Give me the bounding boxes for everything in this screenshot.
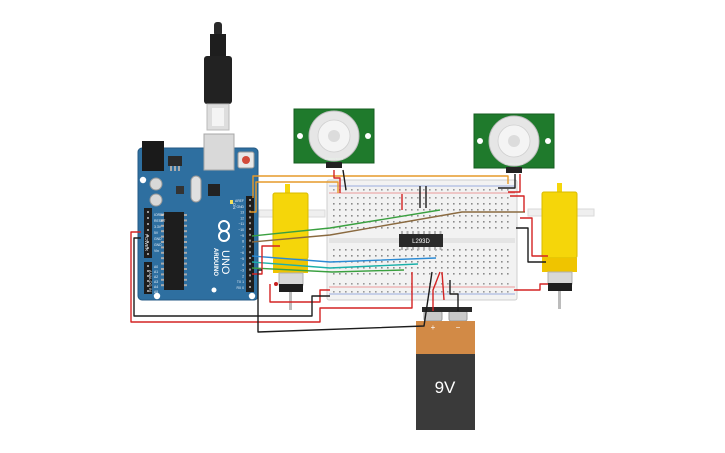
digital-pin-label: ~11 bbox=[239, 222, 245, 226]
usb-chip bbox=[208, 184, 220, 196]
wire-motor-right-red bbox=[520, 217, 548, 257]
capacitor-1 bbox=[149, 177, 163, 191]
pir-pin-label: GND bbox=[505, 162, 513, 166]
pir-pin-label: VCC bbox=[517, 162, 524, 166]
power-header-label: POWER bbox=[144, 234, 149, 252]
battery-minus: − bbox=[456, 323, 461, 332]
pir-pin-label: OUT bbox=[511, 162, 518, 166]
wire-pir-right-gnd bbox=[498, 174, 516, 189]
analog-pin-label: A5 bbox=[154, 290, 158, 294]
usb-port bbox=[203, 133, 235, 171]
capacitor-2 bbox=[149, 193, 163, 207]
usb-cable bbox=[204, 22, 232, 131]
wire-arduino-gnd-black bbox=[133, 237, 330, 317]
wire-motor-left-red bbox=[252, 245, 280, 275]
arduino-logo bbox=[218, 220, 230, 242]
analog-pin-label: A0 bbox=[154, 265, 158, 269]
power-pin-label: IOREF bbox=[154, 213, 164, 217]
power-pin-label: 5V bbox=[154, 231, 159, 235]
wire-driver-gnd bbox=[257, 269, 433, 333]
battery-voltage: 9V bbox=[435, 378, 456, 397]
reset-button-cap bbox=[242, 156, 250, 164]
analog-header-label: ANALOG IN bbox=[148, 270, 153, 292]
arduino-model: UNO bbox=[219, 250, 231, 275]
wire-arduino-vin-red bbox=[130, 231, 413, 323]
digital-pin-label: 12 bbox=[240, 216, 244, 220]
digital-pin-label: AREF bbox=[235, 199, 244, 203]
wire-motor-right-power bbox=[514, 283, 548, 291]
arduino-brand: ARDUINO bbox=[212, 248, 218, 276]
pir-pin-label: GND bbox=[325, 157, 333, 161]
digital-pin-label: GND bbox=[236, 205, 244, 209]
atmega-chip bbox=[164, 212, 184, 290]
wire-battery-negative bbox=[449, 280, 459, 311]
wire-pir-right-vcc bbox=[508, 174, 521, 193]
battery-terminal-negative bbox=[448, 310, 468, 322]
digital-pin-label: 8 bbox=[242, 240, 244, 244]
power-jack bbox=[142, 141, 164, 171]
dc-gear-motor-right bbox=[527, 183, 595, 309]
wire-brown-signal bbox=[251, 211, 525, 243]
pir-pin-label: VCC bbox=[337, 157, 344, 161]
crystal bbox=[190, 175, 202, 203]
analog-pin-label: A2 bbox=[154, 275, 158, 279]
dc-gear-motor-left bbox=[258, 184, 326, 310]
digital-pin-label: ~5 bbox=[240, 257, 244, 261]
analog-pin-label: A4 bbox=[154, 285, 158, 289]
wire-teal-signal bbox=[251, 261, 419, 269]
digital-pin-label: 13 bbox=[240, 211, 244, 215]
wire-motor-right-black bbox=[516, 227, 546, 263]
wire-pir-left-gnd bbox=[342, 169, 347, 191]
digital-pin-label: 2 bbox=[242, 274, 244, 278]
digital-pin-label: 7 bbox=[242, 245, 244, 249]
wire-driver-vs bbox=[441, 271, 445, 301]
wire-green-signal-2 bbox=[251, 267, 405, 273]
9v-battery: + − 9V bbox=[416, 307, 475, 430]
power-header bbox=[144, 208, 152, 258]
power-pin-label: 3.3V bbox=[154, 225, 162, 229]
analog-pin-label: A1 bbox=[154, 270, 158, 274]
wires bbox=[130, 169, 548, 333]
wire-5v-orange bbox=[252, 175, 509, 198]
digital-pin-label: TX 1 bbox=[237, 280, 244, 284]
wire-blue-signal bbox=[251, 255, 437, 263]
digital-pin-label: ~6 bbox=[240, 251, 244, 255]
power-pin-label: GND bbox=[154, 243, 162, 247]
analog-header bbox=[144, 262, 152, 294]
pir-pin-label: OUT bbox=[331, 157, 338, 161]
digital-pin-label: ~3 bbox=[240, 269, 244, 273]
digital-pin-label: RX 0 bbox=[236, 286, 244, 290]
power-pin-label: Vin bbox=[154, 249, 159, 253]
digital-pin-label: ~10 bbox=[238, 228, 244, 232]
power-pin-label: RESET bbox=[154, 219, 165, 223]
wire-pir-left-vcc bbox=[333, 170, 341, 193]
digital-header bbox=[246, 196, 254, 292]
battery-plus: + bbox=[431, 323, 436, 332]
power-pin-labels: IOREF RESET 3.3V 5V GND GND Vin bbox=[154, 213, 165, 253]
on-led bbox=[230, 200, 233, 204]
wire-rail-red-right bbox=[510, 195, 525, 212]
digital-pin-label: ~9 bbox=[240, 234, 244, 238]
chip-label: L293D bbox=[412, 239, 430, 245]
digital-pin-label: 4 bbox=[242, 263, 244, 267]
wire-green-signal bbox=[251, 209, 441, 237]
wire-motor-left-power bbox=[269, 284, 330, 303]
on-led-label: ON bbox=[232, 203, 237, 209]
wire-battery-positive bbox=[432, 271, 441, 311]
wire-5v-orange-left bbox=[250, 181, 339, 213]
l293d-driver-chip: L293D bbox=[399, 231, 443, 250]
analog-pin-label: A3 bbox=[154, 280, 158, 284]
power-pin-label: GND bbox=[154, 237, 162, 241]
